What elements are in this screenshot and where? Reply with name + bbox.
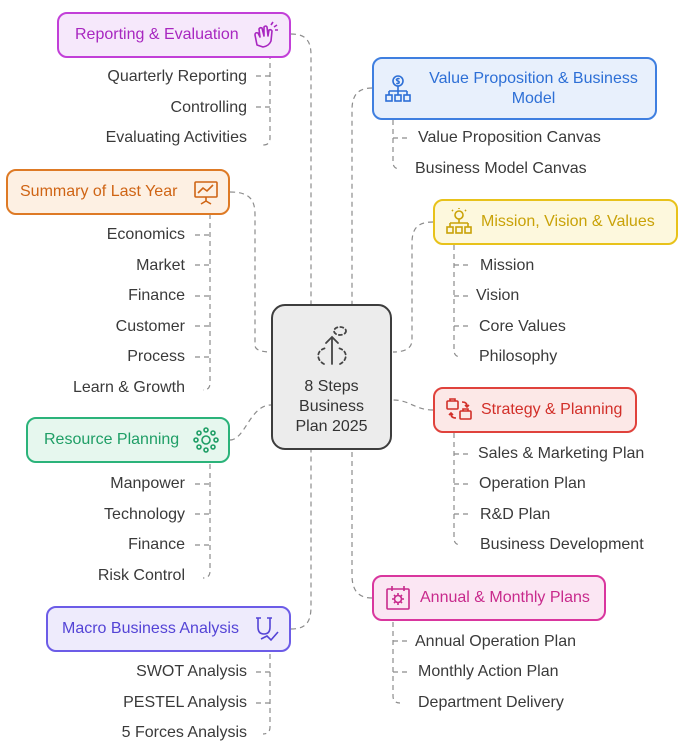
summary-last-year-title: Summary of Last Year bbox=[20, 183, 178, 200]
list-item: Value Proposition Canvas bbox=[418, 129, 601, 146]
list-item: Learn & Growth bbox=[72, 379, 185, 396]
dollar-org-chart-icon bbox=[384, 74, 412, 104]
reporting-evaluation-title: Reporting & Evaluation bbox=[75, 26, 239, 43]
mission-vision-values-node: Mission, Vision & Values bbox=[433, 199, 678, 245]
list-item: Economics bbox=[106, 226, 185, 243]
mission-vision-values-title: Mission, Vision & Values bbox=[481, 213, 655, 230]
resource-planning-node: Resource Planning bbox=[26, 417, 230, 463]
list-item: Sales & Marketing Plan bbox=[478, 445, 645, 462]
list-item: Philosophy bbox=[479, 348, 558, 365]
summary-last-year-node: Summary of Last Year bbox=[6, 169, 230, 215]
list-item: Core Values bbox=[479, 318, 566, 335]
list-item: Business Development bbox=[480, 536, 644, 553]
strategy-planning-node: Strategy & Planning bbox=[433, 387, 637, 433]
center-title: 8 Steps Business Plan 2025 bbox=[295, 378, 368, 435]
list-item: Quarterly Reporting bbox=[107, 68, 247, 85]
list-item: Evaluating Activities bbox=[105, 129, 247, 146]
idea-hierarchy-icon bbox=[445, 208, 473, 236]
reporting-evaluation-node: Reporting & Evaluation bbox=[57, 12, 291, 58]
resource-planning-title: Resource Planning bbox=[44, 431, 180, 448]
list-item: Business Model Canvas bbox=[415, 160, 587, 177]
annual-monthly-plans-node: Annual & Monthly Plans bbox=[372, 575, 606, 621]
network-nodes-icon bbox=[192, 426, 220, 454]
list-item: Department Delivery bbox=[418, 694, 564, 711]
value-proposition-title: Value Proposition & Business Model bbox=[429, 69, 638, 107]
list-item: Monthly Action Plan bbox=[418, 663, 559, 680]
annual-monthly-plans-title: Annual & Monthly Plans bbox=[420, 589, 590, 606]
list-item: Technology bbox=[104, 506, 185, 523]
chart-presentation-icon bbox=[192, 178, 220, 206]
list-item: Controlling bbox=[170, 99, 247, 116]
list-item: Vision bbox=[476, 287, 520, 304]
magnet-analysis-icon bbox=[253, 615, 281, 643]
list-item: SWOT Analysis bbox=[136, 663, 247, 680]
list-item: Operation Plan bbox=[479, 475, 586, 492]
list-item: R&D Plan bbox=[480, 506, 551, 523]
list-item: Mission bbox=[480, 257, 535, 274]
list-item: Market bbox=[136, 257, 185, 274]
calendar-gear-icon bbox=[384, 584, 412, 612]
path-step-icon bbox=[312, 324, 352, 371]
list-item: Annual Operation Plan bbox=[415, 633, 576, 650]
briefcase-exchange-icon bbox=[445, 396, 473, 424]
value-proposition-node: Value Proposition & Business Model bbox=[372, 57, 657, 120]
list-item: Risk Control bbox=[97, 567, 185, 584]
list-item: Customer bbox=[115, 318, 185, 335]
macro-business-analysis-title: Macro Business Analysis bbox=[62, 620, 239, 637]
clapping-hands-icon bbox=[251, 21, 279, 49]
list-item: Process bbox=[127, 348, 185, 365]
list-item: PESTEL Analysis bbox=[123, 694, 247, 711]
list-item: 5 Forces Analysis bbox=[121, 724, 247, 741]
macro-business-analysis-node: Macro Business Analysis bbox=[46, 606, 291, 652]
strategy-planning-title: Strategy & Planning bbox=[481, 401, 623, 418]
list-item: Manpower bbox=[110, 475, 185, 492]
list-item: Finance bbox=[128, 287, 185, 304]
center-node: 8 Steps Business Plan 2025 bbox=[271, 304, 392, 450]
list-item: Finance bbox=[128, 536, 185, 553]
